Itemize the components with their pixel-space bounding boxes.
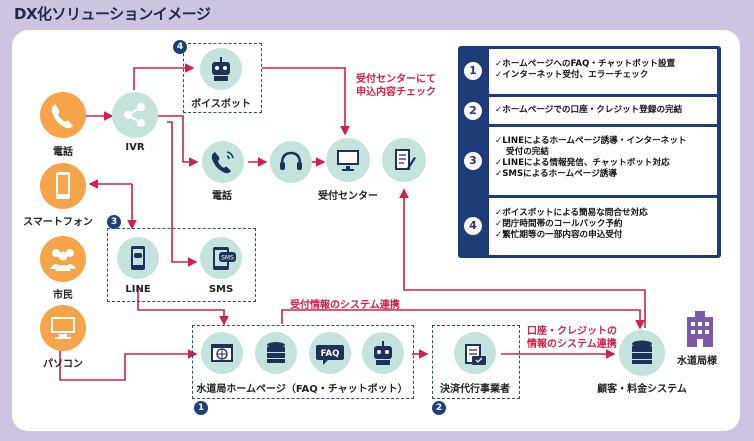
annotation-kouza-1: 口座・クレジットの [527,326,617,337]
label-denwa-mid: 電話 [212,191,232,202]
label-sms: SMS [208,284,234,295]
invoice-icon [454,332,496,374]
legend-3-line-1: ✓LINEによるホームページ誘導・インターネット [495,136,687,146]
wire-voicebot-monitor [262,67,350,136]
label-voicebot: ボイスボット [191,99,251,110]
legend-panel: ✓ホームページへのFAQ・チャットボット設置 ✓インターネット受付、エラーチェッ… [458,46,721,258]
wire-ivr-sms [167,121,198,267]
phone-call-icon [202,141,244,183]
line-sms-box [107,228,256,302]
badge-1: 1 [194,401,208,415]
browser-icon [201,332,243,374]
legend-row-1: ✓ホームページへのFAQ・チャットボット設置 ✓インターネット受付、エラーチェッ… [489,49,717,94]
legend-4-line-3: ✓繁忙期等の一部内容の申込受付 [495,230,623,240]
label-ivr: IVR [125,142,145,153]
homepage-box [192,325,414,399]
legend-num-1: 1 [464,62,482,80]
legend-2-line-1: ✓ホームページでの口座・クレジット登録の完結 [495,105,683,115]
database-icon [255,332,297,374]
legend-num-3: 3 [464,152,482,170]
label-uketsuke: 受付センター [318,191,378,202]
label-suidokyoku: 水道局様 [677,356,717,367]
wire-kokyaku-uketsuke [399,188,646,328]
label-denwa-left: 電話 [53,147,73,158]
faq-icon: FAQ [309,332,351,374]
sms-icon-text: SMS [221,255,234,262]
citizens-icon [40,236,86,282]
legend-num-4: 4 [464,217,482,235]
legend-row-3: ✓LINEによるホームページ誘導・インターネット 受付の完結 ✓LINEによる情… [489,127,717,195]
annotation-check-1: 受付センターにて [356,74,436,85]
label-kessai: 決済代行事業者 [440,384,510,395]
page-title: DX化ソリューションイメージ [14,5,211,23]
legend-num-2: 2 [464,102,482,120]
wire-ivr-voicebot [133,63,195,90]
headset-icon [270,141,312,183]
kokyaku-database-icon [619,330,665,376]
voicebot-box [183,43,262,113]
building-icon [682,309,718,349]
legend-row-2: ✓ホームページでの口座・クレジット登録の完結 [489,97,717,124]
legend-3-line-2: 受付の完結 [506,147,549,157]
badge-2: 2 [432,401,446,415]
label-line: LINE [125,284,151,295]
wire-homepage-kokyaku [281,309,645,330]
label-kokyaku: 顧客・料金システム [597,384,687,395]
wire-line-homepage [137,285,229,326]
faq-icon-text: FAQ [321,349,340,359]
badge-3: 3 [107,215,121,229]
smartphone-icon [40,163,86,209]
label-homepage: 水道局ホームページ（FAQ・チャットボット） [196,384,408,395]
phone-icon [40,92,86,138]
label-smartphone: スマートフォン [23,217,93,228]
monitor-icon [326,138,370,182]
annotation-check-2: 申込内容チェック [356,87,436,98]
legend-3-line-3: ✓LINEによる情報発信、チャットボット対応 [495,158,670,168]
wire-ivr-denwa [158,115,199,167]
share-icon [112,92,158,138]
label-shimin: 市民 [53,290,73,301]
document-edit-icon [382,138,426,182]
legend-row-4: ✓ボイスボットによる簡易な問合せ対応 ✓閉庁時間帯のコールバック予約 ✓繁忙期等… [489,198,717,255]
legend-4-line-2: ✓閉庁時間帯のコールバック予約 [495,219,623,229]
legend-1-line-1: ✓ホームページへのFAQ・チャットボット設置 [495,59,676,69]
label-pasokon: パソコン [43,359,83,370]
legend-3-line-4: ✓SMSによるホームページ誘導 [495,169,617,179]
annotation-system-renkei: 受付情報のシステム連携 [290,300,400,311]
sms-phone-icon: SMS [200,237,242,279]
robot-icon [200,48,242,90]
legend-4-line-1: ✓ボイスボットによる簡易な問合せ対応 [495,208,648,218]
kessai-box [432,325,520,399]
line-phone-icon [117,237,159,279]
chatbot-icon [362,332,404,374]
wire-pasokon-homepage [59,340,198,381]
pc-icon [40,305,86,351]
annotation-kouza-2: 情報のシステム連携 [527,339,617,350]
badge-4: 4 [173,40,187,54]
legend-1-line-2: ✓インターネット受付、エラーチェック [495,70,649,80]
